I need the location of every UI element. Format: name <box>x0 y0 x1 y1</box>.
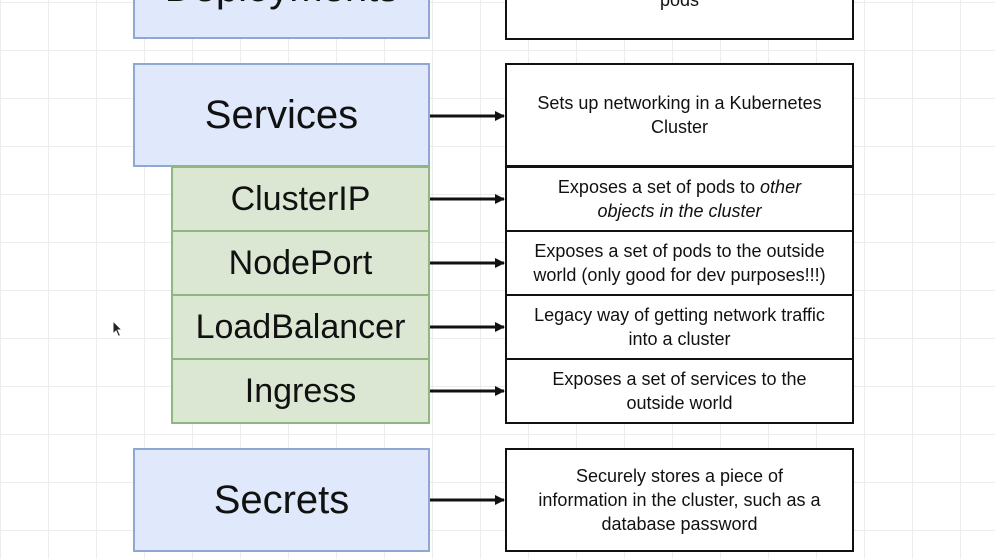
secrets-description: Securely stores a piece of information i… <box>505 448 854 552</box>
clusterip-description: Exposes a set of pods to other objects i… <box>505 166 854 232</box>
ingress-description: Exposes a set of services to the outside… <box>505 358 854 424</box>
loadbalancer-label: LoadBalancer <box>195 307 406 346</box>
secrets-description-line-3: database password <box>601 514 758 534</box>
deployments-box: Deployments <box>133 0 430 39</box>
clusterip-box: ClusterIP <box>171 166 430 232</box>
services-description-line-1: Sets up networking in a Kubernetes <box>537 93 822 113</box>
clusterip-description-italic-2: objects in the cluster <box>597 201 762 221</box>
nodeport-label: NodePort <box>228 243 373 282</box>
clusterip-description-plain: Exposes a set of pods to <box>557 177 761 197</box>
loadbalancer-box: LoadBalancer <box>171 294 430 360</box>
loadbalancer-description-line-2: into a cluster <box>628 329 731 349</box>
ingress-box: Ingress <box>171 358 430 424</box>
secrets-description-line-1: Securely stores a piece of <box>575 466 784 486</box>
clusterip-label: ClusterIP <box>230 179 371 218</box>
loadbalancer-description-line-1: Legacy way of getting network traffic <box>534 305 825 325</box>
deployments-label: Deployments <box>165 0 398 11</box>
services-description: Sets up networking in a Kubernetes Clust… <box>505 63 854 167</box>
secrets-label: Secrets <box>213 477 350 522</box>
deployments-description: pods <box>505 0 854 40</box>
secrets-box: Secrets <box>133 448 430 552</box>
services-label: Services <box>204 92 359 137</box>
mouse-cursor-icon <box>112 320 124 338</box>
ingress-description-line-2: outside world <box>626 393 733 413</box>
ingress-description-line-1: Exposes a set of services to the <box>552 369 807 389</box>
ingress-label: Ingress <box>244 371 357 410</box>
nodeport-description-line-2: world (only good for dev purposes!!!) <box>533 265 826 285</box>
services-description-line-2: Cluster <box>650 117 708 137</box>
clusterip-description-line-1: Exposes a set of pods to other <box>558 175 801 199</box>
nodeport-description: Exposes a set of pods to the outside wor… <box>505 230 854 296</box>
nodeport-description-line-1: Exposes a set of pods to the outside <box>534 241 825 261</box>
deployments-description-tail: pods <box>659 0 700 10</box>
nodeport-box: NodePort <box>171 230 430 296</box>
secrets-description-line-2: information in the cluster, such as a <box>538 490 821 510</box>
clusterip-description-italic-1: other <box>760 177 802 197</box>
loadbalancer-description: Legacy way of getting network traffic in… <box>505 294 854 360</box>
